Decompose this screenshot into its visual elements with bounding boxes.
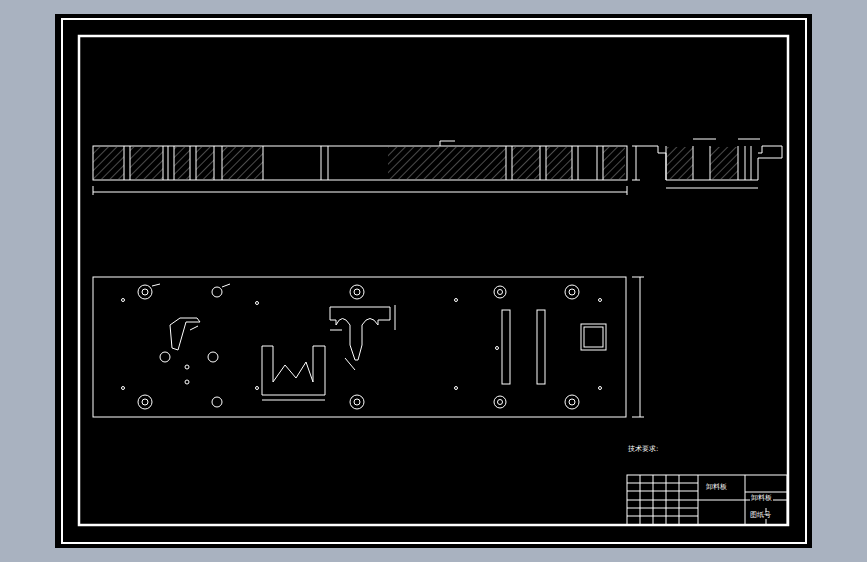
- hole: [185, 380, 189, 384]
- hole: [565, 285, 579, 299]
- punch-opening: [262, 346, 325, 395]
- side-profile: [640, 146, 782, 180]
- note-heading: 技术要求:: [627, 446, 659, 454]
- screw-hole: [122, 387, 125, 390]
- dimension-line: [693, 139, 760, 140]
- hatch: [512, 147, 540, 179]
- hatch: [388, 147, 506, 179]
- guide-holes: [122, 285, 602, 409]
- hole: [569, 399, 575, 405]
- square-opening: [581, 324, 606, 350]
- hole: [565, 395, 579, 409]
- hatch: [130, 147, 163, 179]
- hole: [569, 289, 575, 295]
- dimension-line: [632, 277, 644, 417]
- slot: [502, 310, 510, 384]
- hole: [138, 395, 152, 409]
- hatch: [222, 147, 263, 179]
- dimension-line: [262, 305, 395, 400]
- plate-outline: [93, 277, 626, 417]
- hole: [212, 397, 222, 407]
- hole: [138, 285, 152, 299]
- hatch: [196, 147, 214, 179]
- title-frame: [627, 475, 787, 525]
- dimension-line: [93, 186, 627, 195]
- dimension-line: [666, 188, 758, 189]
- hole-lines: [124, 146, 603, 180]
- sheet-ground: [55, 14, 812, 548]
- dimension-line: [632, 146, 640, 180]
- hatch: [710, 147, 738, 179]
- screw-hole: [599, 387, 602, 390]
- hole: [498, 290, 503, 295]
- hole: [498, 400, 503, 405]
- hole: [350, 285, 364, 299]
- section-view: [93, 141, 640, 195]
- hole: [494, 396, 506, 408]
- hatch: [667, 147, 693, 179]
- inner-frame: [79, 36, 788, 525]
- plan-view: [93, 277, 644, 417]
- hole: [354, 289, 360, 295]
- hatch: [174, 147, 190, 179]
- hole: [185, 365, 189, 369]
- square-opening: [584, 327, 603, 347]
- title-block: [627, 475, 787, 525]
- leader-line: [440, 141, 455, 146]
- hole: [494, 286, 506, 298]
- screw-hole: [122, 299, 125, 302]
- outer-frame: [62, 19, 806, 543]
- screw-hole: [496, 347, 499, 350]
- drawing-number: 图纸号: [749, 512, 772, 519]
- side-view: [640, 139, 782, 188]
- title-grid: [627, 475, 787, 525]
- punch-opening: [330, 307, 390, 360]
- screw-hole: [455, 387, 458, 390]
- hole: [354, 399, 360, 405]
- hole: [350, 395, 364, 409]
- slot: [537, 310, 545, 384]
- hatch: [603, 147, 625, 179]
- punch-opening: [170, 318, 200, 350]
- hole: [160, 352, 170, 362]
- hatch: [93, 147, 124, 179]
- hole-lines: [666, 146, 751, 180]
- leader-line: [152, 284, 230, 330]
- screw-hole: [455, 299, 458, 302]
- hole: [212, 287, 222, 297]
- plate-section: [93, 146, 627, 180]
- hole: [208, 352, 218, 362]
- part-name: 卸料板: [705, 484, 728, 492]
- screw-hole: [599, 299, 602, 302]
- part-name: 卸料板: [750, 495, 773, 503]
- screw-hole: [256, 387, 259, 390]
- hole: [142, 399, 148, 405]
- screw-hole: [256, 302, 259, 305]
- hole: [142, 289, 148, 295]
- hatch: [546, 147, 572, 179]
